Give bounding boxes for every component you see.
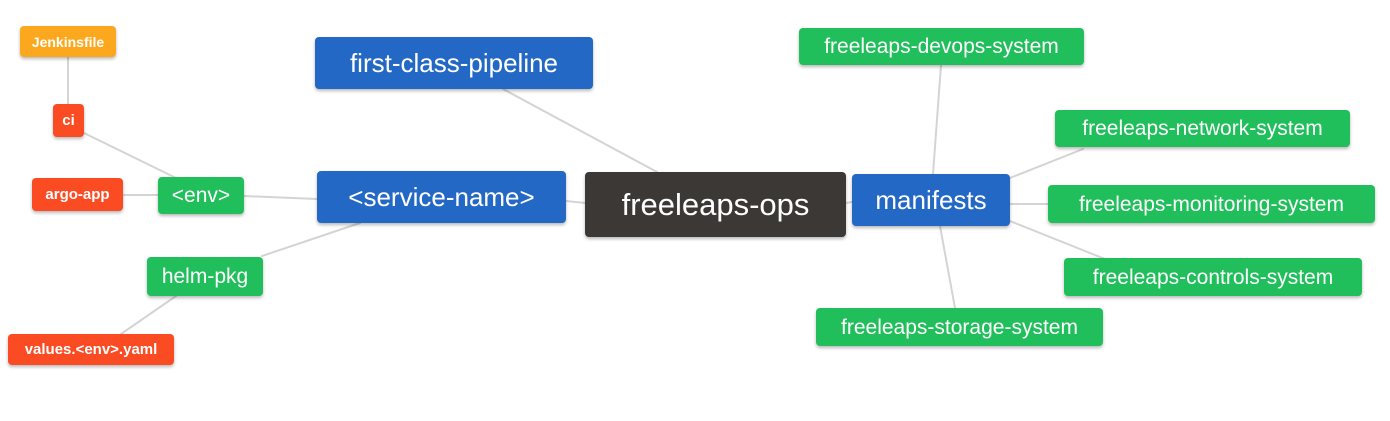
node-freeleaps-controls-system[interactable]: freeleaps-controls-system xyxy=(1064,258,1362,296)
node-label-jenkinsfile: Jenkinsfile xyxy=(31,33,105,50)
node-label-helm-pkg: helm-pkg xyxy=(161,265,249,288)
node-label-freeleaps-monitoring-system: freeleaps-monitoring-system xyxy=(1079,192,1344,216)
node-label-service-name: <service-name> xyxy=(348,182,535,212)
node-freeleaps-ops[interactable]: freeleaps-ops xyxy=(585,172,846,237)
node-label-freeleaps-controls-system: freeleaps-controls-system xyxy=(1092,265,1334,289)
edge-service-name-to-freeleaps-ops xyxy=(565,200,586,204)
node-env[interactable]: <env> xyxy=(158,177,244,214)
edge-first-class-pipeline-to-freeleaps-ops xyxy=(502,88,658,173)
node-helm-pkg[interactable]: helm-pkg xyxy=(147,257,263,296)
node-label-env: <env> xyxy=(171,184,231,207)
edge-helm-pkg-to-values-env-yaml xyxy=(120,295,177,335)
node-freeleaps-monitoring-system[interactable]: freeleaps-monitoring-system xyxy=(1048,185,1375,223)
node-first-class-pipeline[interactable]: first-class-pipeline xyxy=(315,37,593,89)
node-label-freeleaps-network-system: freeleaps-network-system xyxy=(1082,117,1323,140)
node-label-ci: ci xyxy=(62,112,75,129)
node-ci[interactable]: ci xyxy=(53,104,84,137)
node-jenkinsfile[interactable]: Jenkinsfile xyxy=(20,26,116,57)
node-label-argo-app: argo-app xyxy=(45,186,110,203)
node-label-freeleaps-ops: freeleaps-ops xyxy=(621,187,810,222)
edge-env-to-service-name xyxy=(243,195,318,200)
node-label-values-env-yaml: values.<env>.yaml xyxy=(24,341,158,358)
node-label-manifests: manifests xyxy=(875,185,987,215)
edge-manifests-to-freeleaps-storage-system xyxy=(939,225,956,309)
edge-manifests-to-freeleaps-network-system xyxy=(1009,148,1084,179)
node-label-freeleaps-devops-system: freeleaps-devops-system xyxy=(824,35,1059,58)
edge-manifests-to-freeleaps-devops-system xyxy=(932,64,942,175)
node-label-first-class-pipeline: first-class-pipeline xyxy=(349,48,559,78)
node-manifests[interactable]: manifests xyxy=(852,174,1010,226)
node-service-name[interactable]: <service-name> xyxy=(317,171,566,223)
edge-helm-pkg-to-service-name xyxy=(261,222,361,257)
edge-ci-to-env xyxy=(83,132,177,179)
node-freeleaps-network-system[interactable]: freeleaps-network-system xyxy=(1055,110,1350,147)
node-label-freeleaps-storage-system: freeleaps-storage-system xyxy=(841,315,1078,339)
node-argo-app[interactable]: argo-app xyxy=(32,178,123,211)
node-freeleaps-storage-system[interactable]: freeleaps-storage-system xyxy=(816,308,1103,346)
node-values-env-yaml[interactable]: values.<env>.yaml xyxy=(8,334,174,365)
node-freeleaps-devops-system[interactable]: freeleaps-devops-system xyxy=(799,28,1084,65)
edge-manifests-to-freeleaps-controls-system xyxy=(1009,220,1106,260)
